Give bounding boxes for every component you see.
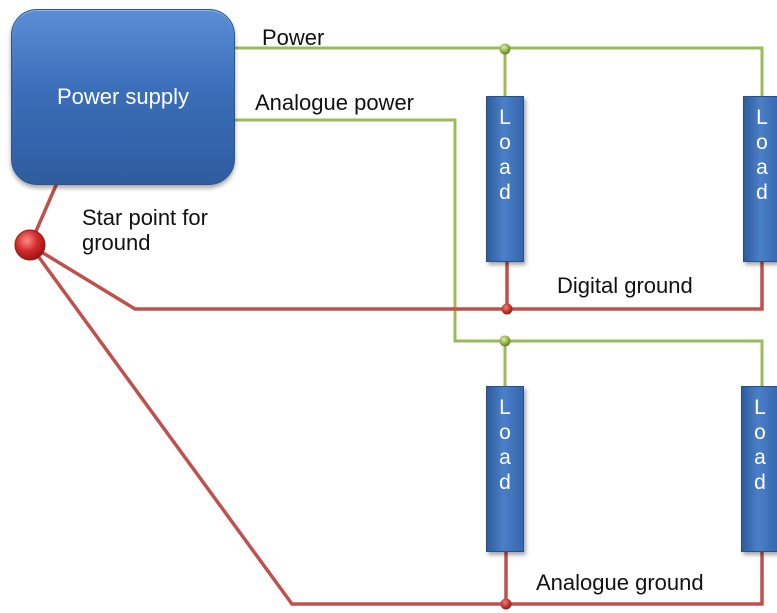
load-letter: o [756, 131, 768, 154]
power-supply-label: Power supply [56, 84, 190, 109]
star-point-label: Star point for ground [82, 205, 208, 256]
load-letter: L [754, 396, 766, 419]
load-letter: o [499, 421, 511, 444]
analogue-power-junction-node [499, 335, 511, 347]
digital-ground-rail-label: Digital ground [557, 273, 693, 298]
load-letter: L [499, 106, 511, 129]
analogue-load-1: L o a d [486, 386, 524, 552]
power-junction-node [499, 43, 511, 55]
analogue-power-rail-label: Analogue power [255, 90, 415, 115]
power-supply-block: Power supply [11, 9, 235, 185]
star-point-label-line-2: ground [82, 230, 151, 256]
load-letter: a [499, 446, 511, 469]
digital-ground-junction-node [501, 303, 513, 315]
analogue-load-2: L o a d [741, 386, 777, 552]
load-letter: L [756, 106, 768, 129]
digital-load-2: L o a d [743, 96, 777, 262]
load-letter: o [754, 421, 766, 444]
load-letter: L [499, 396, 511, 419]
load-letter: d [756, 181, 768, 204]
star-point-label-line-1: Star point for [82, 205, 208, 230]
analogue-ground-junction-node [500, 598, 512, 610]
digital-load-1: L o a d [486, 96, 524, 262]
load-letter: a [756, 156, 768, 179]
analogue-power-wire [233, 118, 764, 388]
load-letter: a [499, 156, 511, 179]
load-letter: d [499, 181, 511, 204]
star-point-node [14, 229, 46, 261]
power-rail-label: Power [262, 25, 325, 50]
power-wire [233, 46, 764, 98]
analogue-ground-rail-label: Analogue ground [536, 570, 704, 595]
digital-ground-wire [29, 243, 764, 311]
load-letter: o [499, 131, 511, 154]
load-letter: d [499, 471, 511, 494]
load-letter: d [754, 471, 766, 494]
analogue-ground-wire [28, 243, 764, 606]
load-letter: a [754, 446, 766, 469]
